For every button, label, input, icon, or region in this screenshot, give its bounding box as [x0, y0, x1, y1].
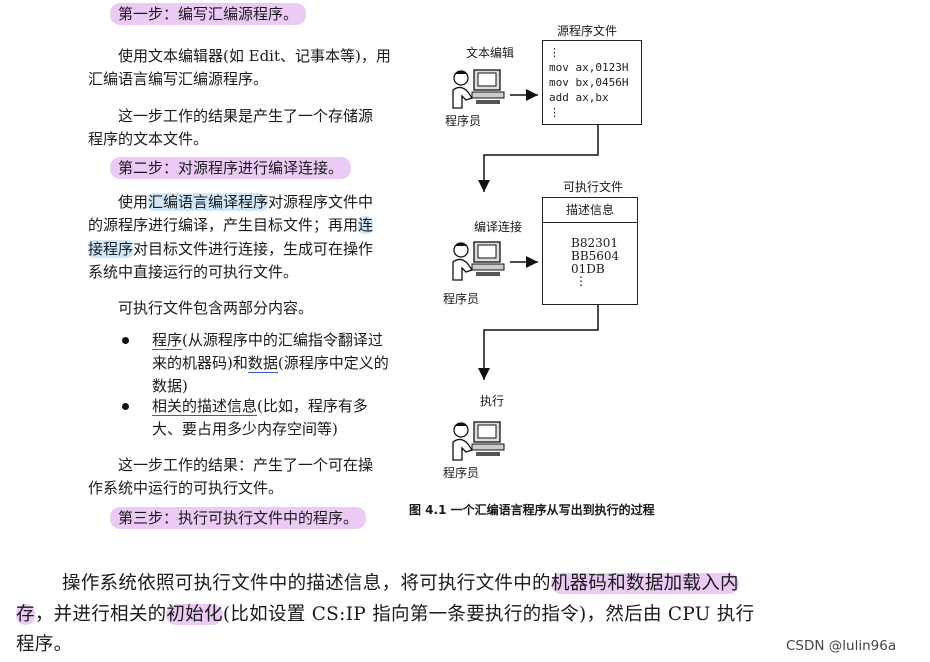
bullet1-line: 数据): [152, 377, 188, 395]
description-info-header: 描述信息: [543, 198, 637, 223]
step2-result-line: 这一步工作的结果：产生了一个可在操: [118, 456, 374, 474]
step2-paragraph-line: 的源程序进行编译，产生目标文件；再用连: [88, 216, 374, 234]
bottom-paragraph-line: 操作系统依照可执行文件中的描述信息，将可执行文件中的机器码和数据加载入内: [62, 573, 739, 594]
step2-paragraph-line: 使用汇编语言编译程序对源程序文件中: [118, 193, 374, 211]
step1-result-line: 这一步工作的结果是产生了一个存储源: [118, 107, 374, 125]
step1-paragraph-line: 使用文本编辑器(如 Edit、记事本等)，用: [118, 47, 391, 65]
csdn-watermark: CSDN @lulin96a: [786, 638, 897, 654]
highlight-initialization: 初始化: [166, 604, 223, 625]
highlight-linker: 接程序: [88, 240, 134, 258]
step1-paragraph-line: 汇编语言编写汇编源程序。: [88, 70, 269, 88]
step2-result-line: 作系统中运行的可执行文件。: [88, 479, 284, 497]
step3-heading: 第三步：执行可执行文件中的程序。: [110, 506, 367, 530]
machine-code-line: BB5604: [571, 249, 620, 263]
bullet-marker: [122, 403, 129, 410]
execute-label: 执行: [480, 394, 505, 408]
step2-paragraph-line: 接程序对目标文件进行连接，生成可在操作: [88, 240, 374, 258]
code-line: mov ax,0123H: [549, 61, 629, 74]
step1-result-line: 程序的文本文件。: [88, 130, 209, 148]
highlight-compiler: 汇编语言编译程序: [148, 193, 269, 211]
compile-link-label: 编译连接: [474, 220, 523, 234]
figure-caption: 图 4.1 一个汇编语言程序从写出到执行的过程: [409, 503, 655, 517]
bullet2-line: 相关的描述信息(比如，程序有多: [152, 397, 368, 416]
highlight-load-machine-code: 机器码和数据加载入内: [550, 573, 739, 594]
arrow-source-to-compile: [478, 125, 599, 192]
bullet-marker: [122, 337, 129, 344]
bottom-paragraph-line: 程序。: [16, 634, 73, 655]
editor-label: 文本编辑: [466, 46, 515, 60]
code-line: add ax,bx: [549, 91, 609, 104]
machine-code-line: 01DB: [571, 262, 605, 276]
bullet1-line: 来的机器码)和数据(源程序中定义的: [152, 354, 389, 373]
step2-heading: 第二步：对源程序进行编译连接。: [110, 156, 352, 180]
machine-code-line: B82301: [571, 236, 618, 250]
bottom-paragraph-line: 存，并进行相关的初始化(比如设置 CS:IP 指向第一条要执行的指令)，然后由 …: [16, 604, 755, 625]
programmer-label: 程序员: [443, 466, 480, 480]
bullet2-line: 大、要占用多少内存空间等): [152, 420, 338, 438]
arrow-exe-to-execute: [478, 305, 599, 380]
programmer-computer-icon: [452, 241, 505, 281]
source-file-label: 源程序文件: [557, 24, 618, 38]
programmer-computer-icon: [452, 421, 505, 461]
programmer-label: 程序员: [443, 292, 480, 306]
programmer-computer-icon: [452, 69, 505, 109]
programmer-label: 程序员: [445, 114, 482, 128]
step1-heading: 第一步：编写汇编源程序。: [110, 2, 307, 26]
code-line: mov bx,0456H: [549, 76, 629, 89]
executable-file-box: 描述信息 B82301 BB5604 01DB ⋮: [542, 197, 638, 305]
executable-file-label: 可执行文件: [563, 180, 624, 194]
step2-paragraph-line: 系统中直接运行的可执行文件。: [88, 263, 299, 281]
source-file-box: ⋮ mov ax,0123H mov bx,0456H add ax,bx ⋮: [542, 40, 642, 125]
step2-parts-line: 可执行文件包含两部分内容。: [118, 299, 314, 317]
bullet1-line: 程序(从源程序中的汇编指令翻译过: [152, 331, 383, 350]
